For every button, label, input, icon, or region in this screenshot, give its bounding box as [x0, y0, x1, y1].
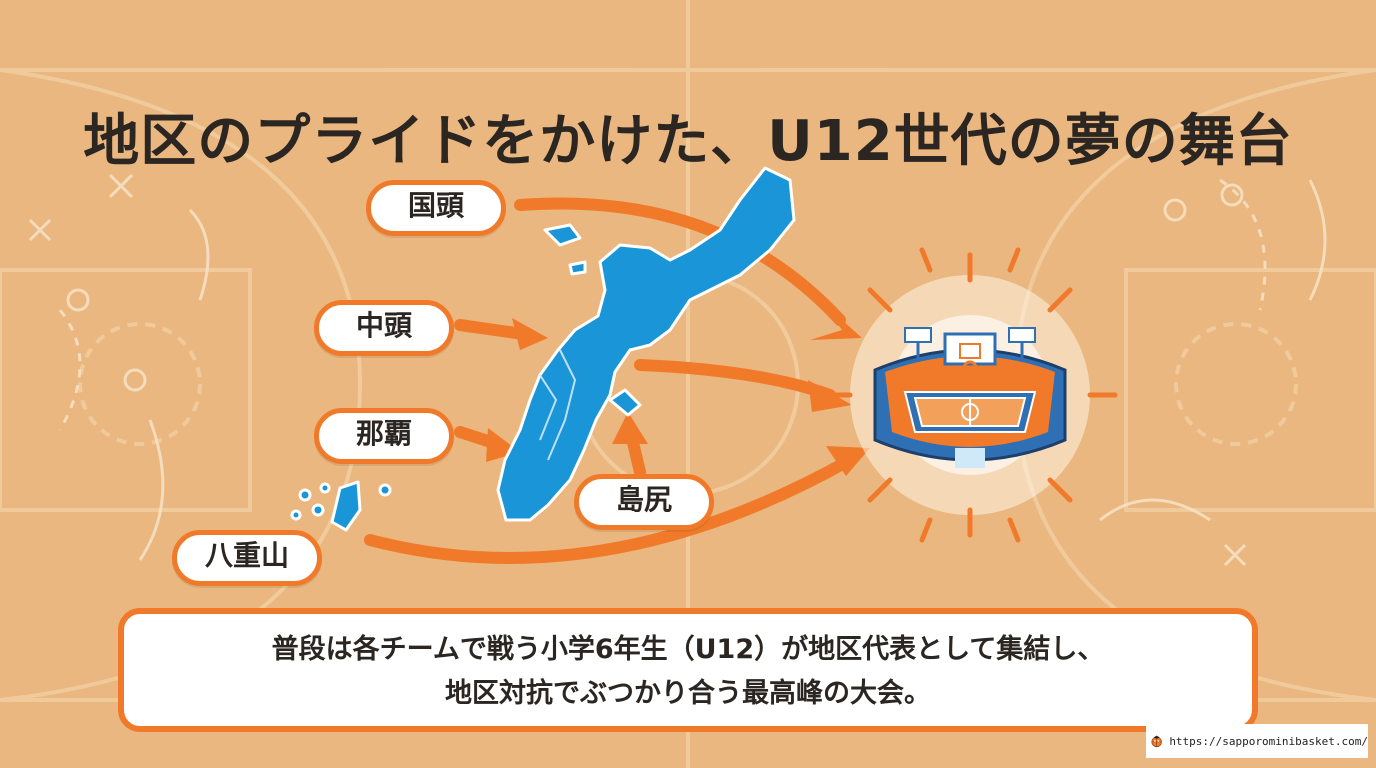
- arrow-yaeyama: [364, 454, 856, 564]
- basketball-mascot-icon: [1151, 735, 1162, 748]
- site-url-link[interactable]: https://sapporominibasket.com/: [1169, 734, 1368, 748]
- okinawa-map-icon: [290, 166, 796, 532]
- district-label-nakagami: 中頭: [314, 300, 454, 356]
- description-box: 普段は各チームで戦う小学6年生（U12）が地区代表として集結し、 地区対抗でぶつ…: [118, 608, 1258, 732]
- description-line-2: 地区対抗でぶつかり合う最高峰の大会。: [445, 678, 931, 709]
- arrow-nakagami-long: [634, 359, 836, 401]
- page-title: 地区のプライドをかけた、U12世代の夢の舞台: [83, 108, 1293, 174]
- district-label-shimajiri: 島尻: [574, 474, 714, 530]
- site-credit[interactable]: https://sapporominibasket.com/: [1146, 724, 1368, 758]
- description-line-1: 普段は各チームで戦う小学6年生（U12）が地区代表として集結し、: [271, 634, 1105, 665]
- district-label-kunigami: 国頭: [366, 180, 506, 236]
- district-label-yaeyama: 八重山: [172, 530, 322, 586]
- arrow-kunigami: [514, 197, 846, 326]
- district-label-naha: 那覇: [314, 408, 454, 464]
- basketball-arena-icon: [822, 247, 1118, 543]
